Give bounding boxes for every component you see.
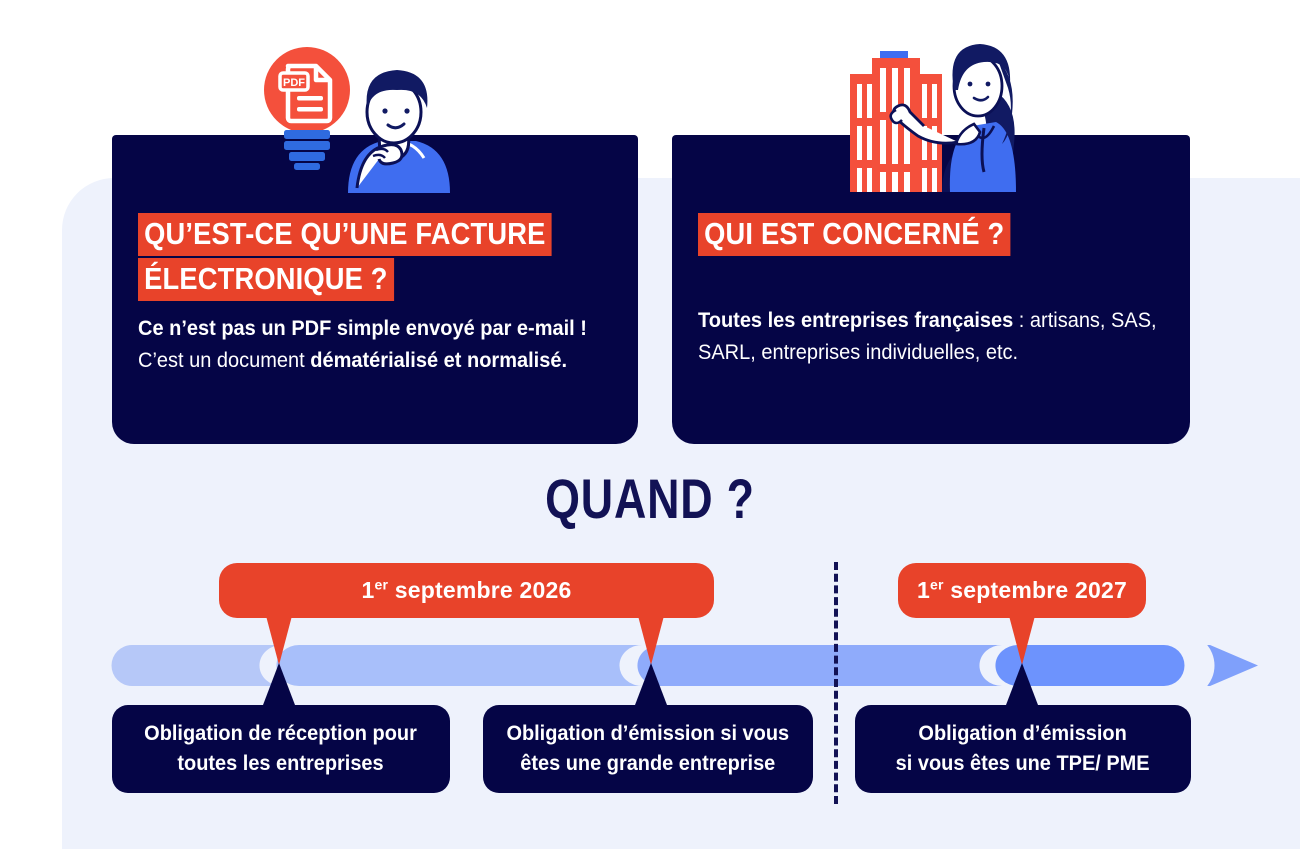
woman-icon [889,44,1016,192]
card-heading-line-1: QU’EST-CE QU’UNE FACTURE [138,213,552,256]
bar-segment-2 [276,645,642,686]
date-rest: septembre 2027 [943,577,1127,603]
event-line-2: êtes une grande entreprise [520,752,776,775]
event-card-emission-tpe-pme: Obligation d’émission si vous êtes une T… [855,705,1191,793]
event-card-emission-grande: Obligation d’émission si vous êtes une g… [483,705,813,793]
date-pill-2026-label: 1er septembre 2026 [362,577,572,604]
date-superscript: er [374,576,389,593]
card-heading-line-2: ÉLECTRONIQUE ? [138,257,394,301]
event-line-1: Obligation de réception pour [144,722,418,746]
card-heading: QU’EST-CE QU’UNE FACTURE [138,213,616,258]
card-body-plain-1: : artisans, SAS, SARL, entreprises indiv… [698,307,1157,365]
event-card-reception: Obligation de réception pour toutes les … [112,705,450,793]
pointer-red-2026-right [637,612,665,665]
bar-segment-4 [995,645,1185,686]
event-line-2: si vous êtes une TPE/ PME [896,752,1150,775]
card-body-text: Toutes les entreprises françaises : arti… [698,304,1170,369]
card-heading-line-1: QUI EST CONCERNÉ ? [698,213,1011,256]
timeline-divider [834,562,838,804]
arrow-head-icon [1207,645,1258,686]
event-line-2: toutes les entreprises [177,752,385,775]
date-pill-2026[interactable]: 1er septembre 2026 [219,563,714,618]
lightbulb-pdf-thinking-man-illustration: PDF [252,38,460,193]
illustration-svg: PDF [264,47,450,193]
card-content: QUI EST CONCERNÉ ? Toutes les entreprise… [698,213,1168,368]
illustration-svg [850,44,1016,192]
date-superscript: er [930,576,944,593]
date-pill-2027[interactable]: 1er septembre 2027 [898,563,1146,618]
svg-text:PDF: PDF [283,77,305,89]
pdf-document-icon: PDF [278,63,333,124]
pointer-navy-reception [263,663,295,705]
card-heading: QUI EST CONCERNÉ ? [698,213,1168,258]
pointer-navy-emission-grande [635,663,667,705]
timeline-title: QUAND ? [545,467,755,530]
card-heading-line-2-wrap: ÉLECTRONIQUE ? [138,257,616,303]
date-pill-2027-label: 1er septembre 2027 [917,577,1127,604]
pointer-red-2027 [1008,612,1036,665]
bar-segment-1 [111,645,282,686]
bar-segment-3 [637,645,1002,686]
thinking-man-icon [348,70,450,193]
event-line-1: Obligation d’émission si vous [506,722,790,746]
event-line-1: Obligation d’émission [918,722,1128,746]
timeline-bar [111,645,1258,686]
woman-pointing-buildings-illustration [838,32,1024,192]
card-content: QU’EST-CE QU’UNE FACTURE ÉLECTRONIQUE ? … [138,213,616,376]
pointer-navy-emission-tpe-pme [1006,663,1038,705]
date-prefix: 1 [361,577,375,603]
date-prefix: 1 [917,577,931,603]
card-body-plain-1: C’est un document [138,348,311,373]
card-body-bold-1: Toutes les entreprises françaises [698,307,1014,332]
card-body-bold-2: dématérialisé et normalisé. [310,348,568,373]
pointer-red-2026-left [265,612,293,665]
card-body-bold-1: Ce n’est pas un PDF simple envoyé par e-… [138,315,587,340]
date-rest: septembre 2026 [388,577,572,603]
lightbulb-base-icon [284,130,330,170]
card-body-text: Ce n’est pas un PDF simple envoyé par e-… [138,312,618,377]
